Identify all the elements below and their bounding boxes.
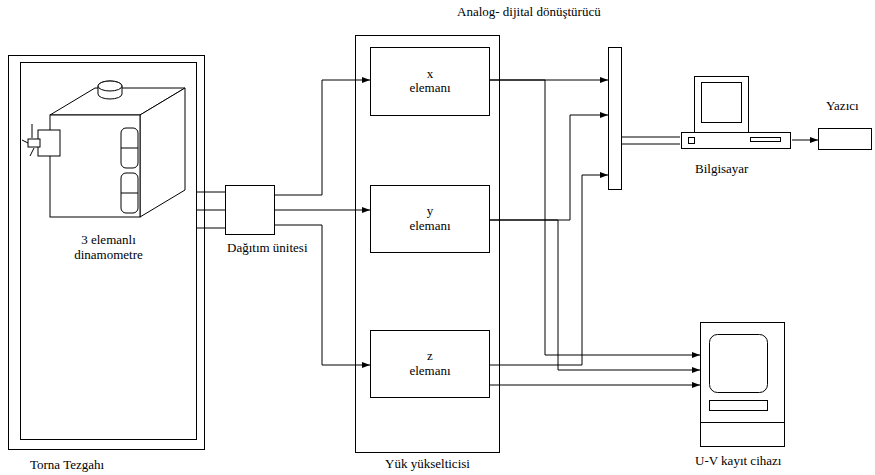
printer-box: Yazıcı xyxy=(818,128,872,150)
force-mark xyxy=(32,124,33,138)
recorder-icon: U-V kayıt cihazı xyxy=(700,322,785,447)
recorder-outline xyxy=(700,322,785,447)
node-label: z elemanı xyxy=(409,349,450,379)
dynamometer-side xyxy=(140,88,185,217)
node-label: 3 elemanlı dinamometre xyxy=(61,233,156,263)
node-label: U-V kayıt cihazı xyxy=(694,454,782,469)
monitor xyxy=(695,77,749,133)
recorder-panel xyxy=(710,401,768,411)
node-label: Dağıtım ünitesi xyxy=(226,241,309,256)
signal-connector xyxy=(197,192,225,228)
node-label: Analog- dijital dönüştürücü xyxy=(456,5,602,20)
node-label: Yazıcı xyxy=(825,99,860,114)
machine-frame: 3 elemanlı dinamometreTorna Tezgahı xyxy=(8,55,205,450)
connector-line xyxy=(197,192,225,193)
computer-outline xyxy=(680,75,792,150)
top-cylinder xyxy=(98,81,122,99)
connector-line xyxy=(622,137,680,138)
dynamometer-front xyxy=(50,115,140,217)
connector-line xyxy=(792,140,818,141)
dynamometer-panel: 3 elemanlı dinamometre xyxy=(20,62,197,440)
signal-connector xyxy=(622,137,680,144)
signal-connector xyxy=(490,115,608,220)
screen xyxy=(702,83,742,123)
connector-line xyxy=(490,115,608,220)
power-button xyxy=(689,138,695,144)
connector-line xyxy=(490,175,608,365)
cutting-tool xyxy=(28,139,40,147)
recorder-edge xyxy=(701,422,784,423)
drive-slot xyxy=(751,138,781,142)
load-cell-joint xyxy=(121,193,138,194)
load-cell xyxy=(121,173,138,213)
force-mark xyxy=(22,140,28,143)
computer-case xyxy=(682,133,791,149)
load-cell xyxy=(121,128,138,168)
signal-connector xyxy=(490,385,700,386)
amplifier-channel: x elemanı xyxy=(370,47,490,116)
signal-connector xyxy=(792,140,818,141)
signal-connector xyxy=(490,80,700,355)
connector-line xyxy=(197,228,225,229)
computer-icon: Bilgisayar xyxy=(680,75,792,150)
tool-holder xyxy=(38,130,60,156)
charge-amplifier: x elemanıy elemanız elemanıYük yükseltic… xyxy=(355,35,500,453)
signal-connector xyxy=(490,175,608,365)
connector-line xyxy=(490,385,700,386)
load-cell-joint xyxy=(121,148,138,149)
node-label: Bilgisayar xyxy=(694,162,749,177)
connector-line xyxy=(490,80,700,355)
node-label: x elemanı xyxy=(409,67,450,97)
connector-line xyxy=(197,210,225,211)
ad-converter: Analog- dijital dönüştürücü xyxy=(608,47,622,190)
node-label: Yük yükselticisi xyxy=(356,457,499,472)
amplifier-channel: z elemanı xyxy=(370,330,490,398)
recorder-body xyxy=(701,323,785,447)
signal-connector xyxy=(490,220,700,370)
connector-line xyxy=(622,144,680,145)
distribution-unit: Dağıtım ünitesi xyxy=(225,185,275,235)
node-label: y elemanı xyxy=(409,204,450,234)
dynamometer-drawing xyxy=(22,81,185,217)
node-label: Torna Tezgahı xyxy=(29,458,105,473)
top-cylinder-cap xyxy=(98,81,122,91)
recorder-screen xyxy=(710,335,768,393)
force-mark xyxy=(30,148,34,156)
amplifier-channel: y elemanı xyxy=(370,185,490,253)
connector-line xyxy=(490,220,700,370)
